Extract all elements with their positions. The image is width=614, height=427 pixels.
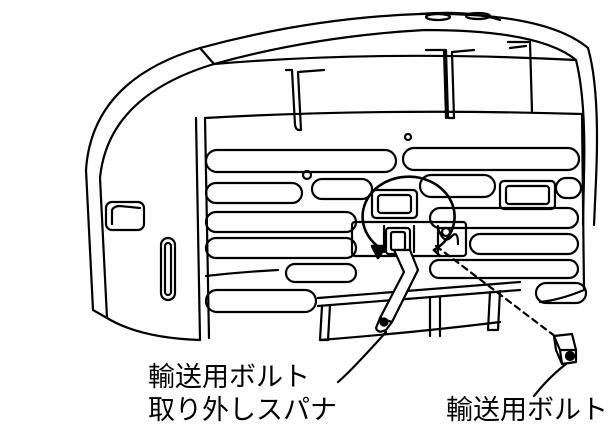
side-window [104, 200, 146, 232]
bolt-label: 輸送用ボルト [446, 395, 608, 426]
lower-frame [316, 280, 522, 342]
wrench-label-line2: 取り外しスパナ [148, 395, 337, 426]
machine-housing [84, 11, 599, 342]
wrench-label-line1: 輸送用ボルト [148, 362, 310, 393]
bolt-path-dashed [434, 244, 562, 342]
top-hooks [284, 40, 534, 132]
side-slot [159, 236, 177, 302]
front-grille [204, 146, 588, 314]
wrench-label: 輸送用ボルト 取り外しスパナ [148, 361, 337, 427]
transport-bolt [552, 332, 578, 366]
panel-hole [403, 132, 413, 142]
leader-line-bolt [532, 362, 568, 398]
rotation-arrow [361, 175, 456, 260]
wrench [374, 226, 420, 333]
leader-line-wrench [336, 330, 388, 384]
